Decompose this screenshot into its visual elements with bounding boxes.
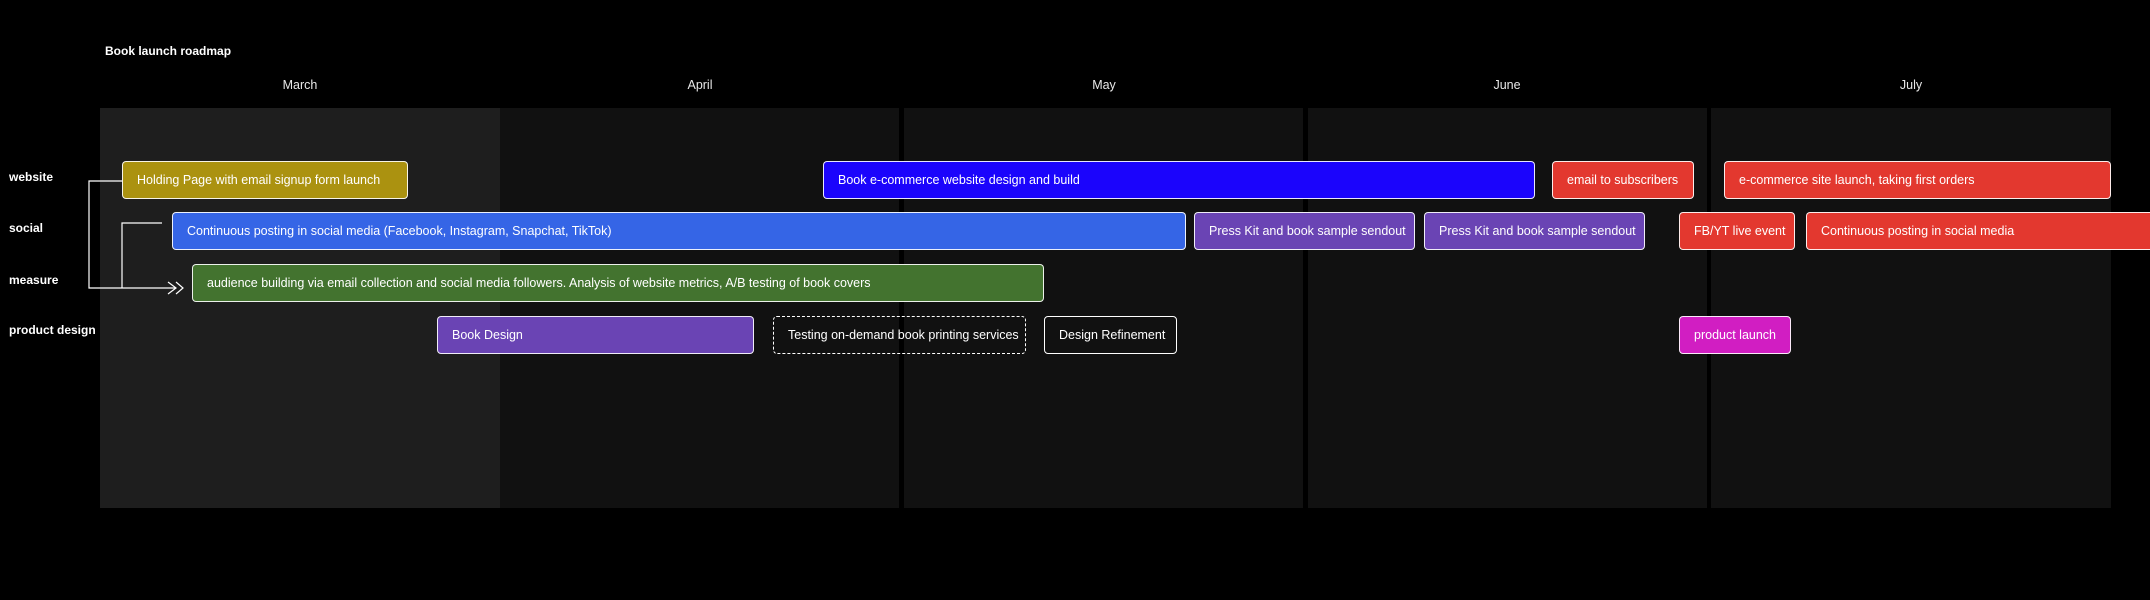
task-label: email to subscribers — [1567, 173, 1679, 187]
task-website-build[interactable]: Book e-commerce website design and build — [823, 161, 1535, 199]
task-label: Book e-commerce website design and build — [838, 173, 1080, 187]
task-label: audience building via email collection a… — [207, 276, 871, 290]
month-label-april: April — [687, 78, 713, 92]
task-press-kit-1[interactable]: Press Kit and book sample sendout — [1194, 212, 1415, 250]
task-label: Continuous posting in social media — [1821, 224, 2015, 238]
row-label-measure: measure — [9, 273, 59, 287]
task-continuous-posting[interactable]: Continuous posting in social media (Face… — [172, 212, 1186, 250]
task-label: Book Design — [452, 328, 523, 342]
row-label-product-design: product design — [9, 323, 96, 337]
task-label: Continuous posting in social media (Face… — [187, 224, 612, 238]
month-label-march: March — [282, 78, 318, 92]
task-printing-services[interactable]: Testing on-demand book printing services — [773, 316, 1026, 354]
task-design-refinement[interactable]: Design Refinement — [1044, 316, 1177, 354]
task-press-kit-2[interactable]: Press Kit and book sample sendout — [1424, 212, 1645, 250]
task-book-design[interactable]: Book Design — [437, 316, 754, 354]
task-label: Press Kit and book sample sendout — [1209, 224, 1406, 238]
task-continuous-posting-2[interactable]: Continuous posting in social media — [1806, 212, 2150, 250]
task-audience-building[interactable]: audience building via email collection a… — [192, 264, 1044, 302]
task-label: e-commerce site launch, taking first ord… — [1739, 173, 1975, 187]
month-label-june: June — [1493, 78, 1521, 92]
month-label-july: July — [1899, 78, 1923, 92]
task-label: product launch — [1694, 328, 1777, 342]
task-label: Design Refinement — [1059, 328, 1166, 342]
task-label: Press Kit and book sample sendout — [1439, 224, 1636, 238]
row-label-website: website — [9, 170, 54, 184]
roadmap-title: Book launch roadmap — [105, 44, 232, 58]
task-label: FB/YT live event — [1694, 224, 1786, 238]
task-label: Holding Page with email signup form laun… — [137, 173, 381, 187]
task-product-launch[interactable]: product launch — [1679, 316, 1791, 354]
task-fb-yt-live[interactable]: FB/YT live event — [1679, 212, 1795, 250]
row-label-social: social — [9, 221, 44, 235]
task-email-subscribers[interactable]: email to subscribers — [1552, 161, 1694, 199]
task-site-launch[interactable]: e-commerce site launch, taking first ord… — [1724, 161, 2111, 199]
month-label-may: May — [1092, 78, 1116, 92]
task-holding-page[interactable]: Holding Page with email signup form laun… — [122, 161, 408, 199]
task-label: Testing on-demand book printing services — [788, 328, 1019, 342]
